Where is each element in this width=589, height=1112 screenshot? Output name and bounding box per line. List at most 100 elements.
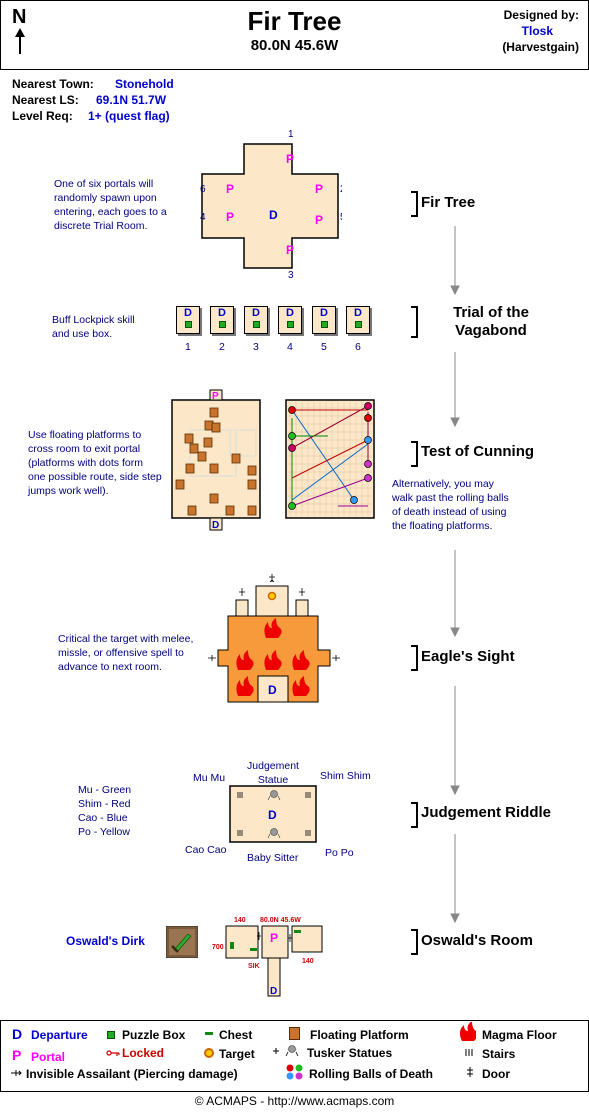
portal-2-marker: P: [315, 182, 323, 196]
legend-door-icon: [467, 1067, 473, 1077]
lock-140-right: 140: [302, 958, 314, 965]
level-req-value: 1+ (quest flag): [88, 109, 170, 123]
judgement-bracket: [411, 802, 418, 828]
legend-locked-label: Locked: [122, 1046, 165, 1060]
puzzle-box-icon: [185, 321, 192, 328]
legend-floating-platform-label: Floating Platform: [310, 1028, 409, 1042]
portal-6-marker: P: [226, 182, 234, 196]
page-coords: 80.0N 45.6W: [250, 37, 339, 54]
nearest-town-label: Nearest Town:: [12, 77, 94, 91]
baby-sitter-label: Baby Sitter: [247, 852, 299, 864]
legend-stairs-icon: [465, 1049, 473, 1056]
cunning-note-right: Alternatively, you may walk past the rol…: [392, 478, 509, 532]
eagle-bracket: [411, 645, 418, 671]
legend-magma-floor-icon: [459, 1022, 476, 1041]
legend-tusker-statues-label: Tusker Statues: [307, 1046, 393, 1060]
legend-invisible-assailant-icon: [11, 1070, 22, 1076]
eagle-departure-marker: D: [268, 683, 277, 697]
rolling-balls-icons: [288, 402, 372, 510]
magma-floor-icons: [236, 618, 310, 696]
target-icon: [267, 591, 277, 601]
oswald-coords-label: 80.0N 45.6W: [260, 917, 301, 924]
north-label: N: [12, 6, 27, 28]
puzzle-box-icon: [253, 321, 260, 328]
vagabond-room-number-2: 2: [219, 341, 225, 353]
nearest-town-value: Stonehold: [115, 77, 174, 91]
oswald-bracket: [411, 929, 418, 955]
lock-140-top: 140: [234, 917, 246, 924]
judgement-departure-marker: D: [268, 808, 277, 822]
legend-door-label: Door: [482, 1067, 510, 1081]
portal-3-marker: P: [286, 243, 294, 257]
riddle-line-3: Cao - Blue: [78, 812, 128, 824]
fir-tree-map: 1 2 3 4 5 6 P P P P P P D: [200, 129, 342, 281]
oswald-portal-marker: P: [270, 931, 278, 945]
legend-puzzle-box-label: Puzzle Box: [122, 1028, 186, 1042]
portal-number-5: 5: [340, 212, 342, 223]
puzzle-box-icon: [321, 321, 328, 328]
lock-700: 700: [212, 944, 224, 951]
trial-room-6: D: [346, 306, 370, 334]
po-po-label: Po Po: [325, 847, 354, 859]
oswald-departure-marker: D: [270, 986, 277, 997]
section-judgement-title: Judgement Riddle: [421, 804, 552, 821]
oswalds-dirk-label: Oswald's Dirk: [66, 934, 145, 948]
portal-number-1: 1: [288, 129, 294, 140]
legend-floating-platform-icon: [289, 1027, 300, 1040]
legend-rolling-balls-label: Rolling Balls of Death: [309, 1067, 434, 1081]
trial-room-3: D: [244, 306, 268, 334]
floating-platform-icons: [175, 407, 257, 516]
puzzle-box-icon: [355, 321, 362, 328]
section-eagle-title: Eagle's Sight: [421, 648, 515, 665]
judgement-map: D: [229, 785, 317, 843]
cunning-note-left: Use floating platforms to cross room to …: [28, 429, 162, 497]
legend-puzzle-box-icon: [107, 1031, 115, 1039]
legend-key-icon: [106, 1050, 120, 1056]
nearest-ls-label: Nearest LS:: [12, 93, 79, 107]
legend-chest-label: Chest: [219, 1028, 253, 1042]
legend-target-label: Target: [219, 1047, 255, 1061]
level-req-label: Level Req:: [12, 109, 73, 123]
riddle-line-2: Shim - Red: [78, 798, 131, 810]
copyright-footer: © ACMAPS - http://www.acmaps.com: [194, 1094, 395, 1108]
legend-invisible-assailant-label: Invisible Assailant (Piercing damage): [26, 1067, 238, 1081]
vagabond-note: Buff Lockpick skill and use box.: [52, 314, 135, 340]
vagabond-room-number-3: 3: [253, 341, 259, 353]
designer-server: (Harvestgain): [502, 40, 579, 54]
door-icons: [257, 932, 292, 942]
portal-number-2: 2: [340, 184, 342, 195]
dirk-icon: [166, 926, 198, 958]
puzzle-box-icon: [287, 321, 294, 328]
portal-number-6: 6: [200, 184, 206, 195]
nearest-ls-value: 69.1N 51.7W: [96, 93, 167, 107]
designed-by-label: Designed by:: [503, 8, 579, 22]
judgement-statue-label: Judgement Statue: [247, 760, 299, 786]
vagabond-bracket: [411, 306, 418, 338]
cunning-portal-marker: P: [212, 391, 219, 402]
trial-room-4: D: [278, 306, 302, 334]
legend-stairs-label: Stairs: [482, 1047, 516, 1061]
north-arrow-icon: [15, 28, 25, 54]
stairs-icons: [237, 792, 311, 836]
vagabond-room-number-6: 6: [355, 341, 361, 353]
portal-4-marker: P: [226, 210, 234, 224]
invisible-assailant-icons: [208, 574, 340, 661]
legend-magma-floor-label: Magma Floor: [482, 1028, 557, 1042]
legend-portal-icon: P: [12, 1047, 22, 1063]
legend-departure-icon: D: [12, 1026, 23, 1042]
vagabond-room-number-5: 5: [321, 341, 327, 353]
portal-number-3: 3: [288, 270, 294, 281]
shim-shim-label: Shim Shim: [320, 770, 371, 782]
section-cunning-title: Test of Cunning: [421, 443, 535, 460]
cunning-departure-marker: D: [212, 520, 219, 531]
puzzle-box-icon: [219, 321, 226, 328]
designer-name: Tlosk: [521, 24, 553, 38]
mu-mu-label: Mu Mu: [193, 772, 226, 784]
oswald-map: P D 80.0N 45.6W 140 700 SIK 140: [212, 917, 323, 997]
fir-tree-bracket: [411, 191, 418, 217]
vagabond-room-number-1: 1: [185, 341, 191, 353]
portal-number-4: 4: [200, 212, 206, 223]
legend-chest-icon: [205, 1032, 213, 1035]
portal-5-marker: P: [315, 213, 323, 227]
